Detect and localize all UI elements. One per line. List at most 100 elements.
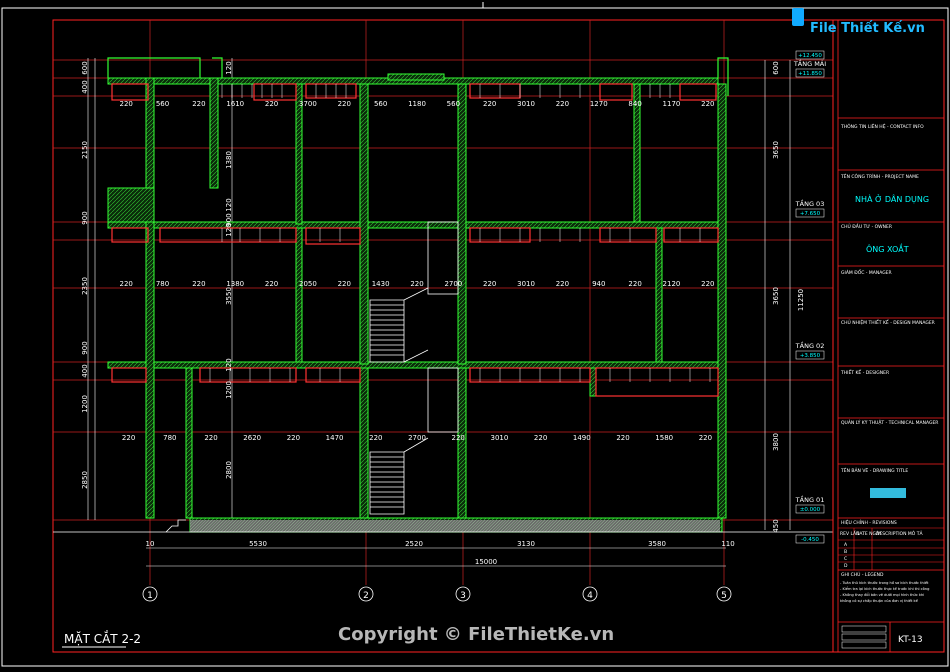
row-mid-dim-2: 220 — [192, 280, 205, 288]
bottom-dim-1: 5530 — [249, 540, 267, 548]
walls-and-columns — [107, 77, 727, 519]
sheet-inner-border — [52, 19, 834, 653]
axis-grid — [53, 20, 833, 585]
row-top-dim-2: 220 — [192, 100, 205, 108]
right-dim-2: 3650 — [772, 287, 780, 305]
tb-revision-label: HIỆU CHỈNH - REVISIONS — [841, 518, 897, 526]
left-dim-2: 2150 — [81, 141, 89, 159]
level-elev-box-5 — [795, 50, 825, 60]
row-mid-dim-11: 3010 — [517, 280, 535, 288]
row-top-dim-10: 220 — [483, 100, 496, 108]
row-mid-dim-10: 220 — [483, 280, 496, 288]
left-dim-0: 600 — [81, 61, 89, 74]
row-low-dim-0: 220 — [122, 434, 135, 442]
right-dim-5: 11250 — [797, 289, 805, 311]
col-dim-6: 120 — [225, 358, 233, 371]
row-low-dim-14: 220 — [699, 434, 712, 442]
left-dim-8: 2850 — [81, 471, 89, 489]
tb-rev-row-b: B — [844, 549, 847, 555]
row-mid-dim-4: 220 — [265, 280, 278, 288]
col-dim-4: 120 — [225, 223, 233, 236]
left-dimension-lines — [87, 58, 233, 520]
col-dim-8: 2800 — [225, 461, 233, 479]
tb-manager-label: GIÁM ĐỐC - MANAGER — [841, 268, 892, 276]
row-top-dim-4: 220 — [265, 100, 278, 108]
left-dim-6: 400 — [81, 364, 89, 377]
tb-rev-col-2: DATE NGÀY — [856, 530, 882, 537]
row-low-dim-6: 220 — [369, 434, 382, 442]
row-mid-dim-3: 1380 — [226, 280, 244, 288]
col-dim-3: 900 — [225, 213, 233, 226]
axis-bubble-1 — [142, 586, 158, 602]
bottom-dim-0: 10 — [146, 540, 155, 548]
row-mid-dim-13: 940 — [592, 280, 605, 288]
col-dim-1: 1380 — [225, 151, 233, 169]
row-low-dim-12: 220 — [616, 434, 629, 442]
row-low-dim-5: 1470 — [326, 434, 344, 442]
tb-drawing-title-label: TÊN BẢN VẼ - DRAWING TITLE — [840, 466, 908, 474]
bottom-dim-4: 3580 — [648, 540, 666, 548]
col-dim-2: 120 — [225, 198, 233, 211]
row-top-dim-14: 840 — [628, 100, 641, 108]
bottom-dim-5: 110 — [721, 540, 734, 548]
row-top-dim-7: 560 — [374, 100, 387, 108]
row-low-dim-9: 3010 — [490, 434, 508, 442]
tb-contact-label: THÔNG TIN LIÊN HỆ - CONTACT INFO — [840, 122, 924, 130]
row-low-dim-3: 2620 — [243, 434, 261, 442]
tb-sheet-number: KT-13 — [898, 635, 923, 645]
row-top-dim-15: 1170 — [663, 100, 681, 108]
row-top-dim-3: 1610 — [226, 100, 244, 108]
level-name-3: TẦNG 01 — [795, 494, 825, 504]
row-mid-dim-6: 220 — [338, 280, 351, 288]
level-elev-1: +7.650 — [800, 211, 821, 217]
row-low-dim-8: 220 — [452, 434, 465, 442]
left-dim-7: 1200 — [81, 395, 89, 413]
row-low-dim-2: 220 — [204, 434, 217, 442]
row-mid-dim-16: 220 — [701, 280, 714, 288]
level-name-2: TẦNG 02 — [795, 340, 825, 350]
level-elev-box-4 — [795, 534, 825, 544]
watermark-logo-text: File Thiết Kế.vn — [810, 21, 925, 36]
tb-rev-col-3: DESCRIPTION MÔ TẢ — [876, 529, 923, 537]
level-name-0: TẦNG MÁI — [793, 58, 826, 68]
row-top-dim-8: 1180 — [408, 100, 426, 108]
bottom-dimension-lines — [146, 547, 726, 567]
col-dim-7: 1200 — [225, 381, 233, 399]
row-mid-dim-0: 220 — [119, 280, 132, 288]
axis-bubble-5 — [716, 586, 732, 602]
level-elev-4: -0.450 — [801, 537, 819, 543]
row-low-dim-4: 220 — [287, 434, 300, 442]
tb-note-3: - Không thay đổi bản vẽ dưới mọi hình th… — [840, 592, 924, 597]
sheet-outer-border — [1, 7, 949, 667]
row-low-dim-1: 780 — [163, 434, 176, 442]
axis-bubble-4 — [582, 586, 598, 602]
row-top-dim-6: 220 — [338, 100, 351, 108]
row-mid-dim-1: 780 — [156, 280, 169, 288]
right-dim-4: 450 — [772, 519, 780, 532]
axis-label-3: 3 — [460, 591, 466, 601]
axis-label-1: 1 — [147, 591, 153, 601]
right-dim-3: 3800 — [772, 433, 780, 451]
floor-slabs — [107, 73, 727, 533]
row-top-dim-1: 560 — [156, 100, 169, 108]
right-dim-0: 600 — [772, 61, 780, 74]
row-top-dim-9: 560 — [447, 100, 460, 108]
level-elev-0: +11.850 — [798, 71, 822, 77]
row-mid-dim-7: 1430 — [372, 280, 390, 288]
level-elev-box-1 — [795, 208, 825, 218]
axis-bubble-2 — [358, 586, 374, 602]
tb-note-4: không có sự chấp thuận của đơn vị thiết … — [840, 599, 919, 603]
level-name-1: TẦNG 03 — [795, 198, 825, 208]
staircase — [165, 221, 459, 533]
tb-rev-col-1: REV LẦN — [840, 529, 859, 537]
axis-label-4: 4 — [587, 591, 593, 601]
row-mid-dim-14: 220 — [628, 280, 641, 288]
row-low-dim-13: 1580 — [655, 434, 673, 442]
row-top-dim-11: 3010 — [517, 100, 535, 108]
tb-project-value: NHÀ Ở DÂN DỤNG — [855, 193, 929, 204]
tb-designer-label: THIẾT KẾ - DESIGNER — [840, 368, 889, 376]
level-elev-2: +3.850 — [800, 353, 821, 359]
